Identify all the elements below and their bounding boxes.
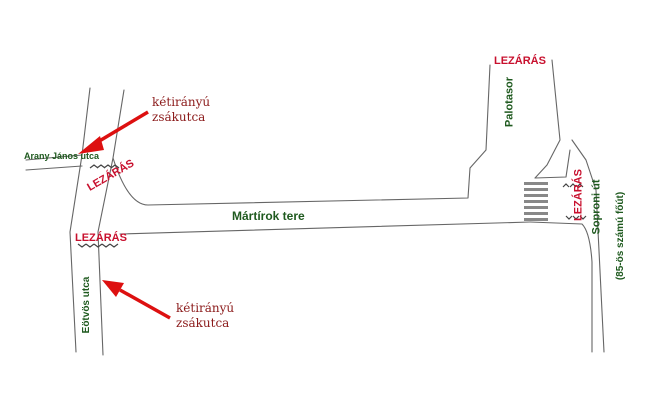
soproni-road-left-edge [534,149,571,179]
barrier-icon [562,183,584,188]
dead-end-note-upper-line1: kétirányú [152,95,211,109]
dead-end-note-upper: kétirányú zsákutca [152,95,210,125]
street-label-arany-janos: Arany János utca [24,151,100,161]
arrow-icon [102,280,171,320]
soproni-road-right-edge [571,139,605,353]
street-label-palotasor: Palotasor [503,76,516,128]
closure-label-soproni: LEZÁRÁS [572,169,585,221]
barrier-icon [89,164,120,169]
street-label-soproni-ut: Soproni út [590,179,603,235]
dead-end-note-lower-line2: zsákutca [176,316,230,330]
barrier-icon [77,243,119,248]
dead-end-note-upper-line2: zsákutca [152,110,206,124]
crosswalk-icon [524,182,548,221]
street-label-martirok-tere: Mártírok tere [232,209,305,223]
eotvos-street-left-edge [69,87,91,353]
dead-end-note-lower: kétirányú zsákutca [176,301,234,331]
palotasor-right-edge [534,59,561,179]
barrier-icon [565,215,587,220]
street-label-soproni-note: (85-ös számú főút) [615,191,626,281]
arany-janos-street-edge [25,154,83,161]
martirok-tere-lower-edge [119,221,531,235]
martirok-tere-upper-edge [112,64,491,206]
street-label-eotvos: Eötvös utca [81,276,92,334]
soproni-road-lower-left [529,221,593,353]
arany-janos-street-edge-lower [25,165,83,171]
closure-label-eotvos: LEZÁRÁS [75,232,127,244]
eotvos-street-right-edge [97,89,125,356]
closure-label-palotasor: LEZÁRÁS [494,55,546,67]
arrow-icon [78,110,149,154]
dead-end-note-lower-line1: kétirányú [176,301,235,315]
